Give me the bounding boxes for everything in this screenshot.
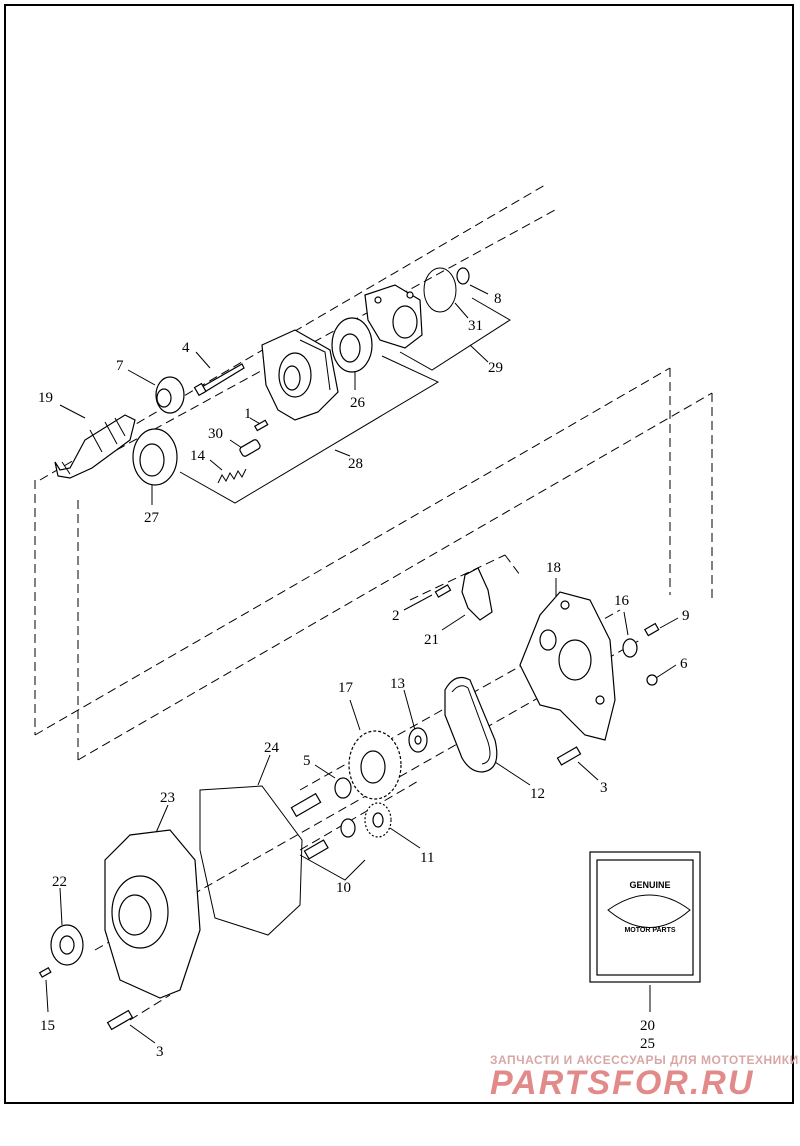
bolt-3a bbox=[556, 746, 582, 766]
watermark: ЗАПЧАСТИ И АКСЕССУАРЫ ДЛЯ МОТОТЕХНИКИ PA… bbox=[490, 1053, 799, 1102]
callout-14: 14 bbox=[190, 448, 206, 464]
callout-labels: 1 2 3 3 4 5 6 7 8 9 10 11 12 13 14 15 16… bbox=[38, 291, 690, 1060]
oil-pump-body bbox=[261, 329, 339, 421]
callout-25: 25 bbox=[640, 1036, 655, 1052]
cover-plug bbox=[50, 924, 84, 966]
watermark-brand: PARTSFOR.RU bbox=[490, 1064, 754, 1102]
sprocket-bolt bbox=[290, 792, 322, 818]
genuine-parts-box: GENUINE HARLEY-DAVIDSON MOTOR PARTS bbox=[589, 851, 701, 983]
pump-rotor-inner bbox=[331, 317, 373, 373]
callout-19: 19 bbox=[38, 390, 53, 406]
callout-2: 2 bbox=[392, 608, 400, 624]
cover-gasket bbox=[199, 785, 303, 936]
screw-small bbox=[434, 584, 452, 598]
bolt-washer-10 bbox=[303, 818, 356, 860]
callout-23: 23 bbox=[160, 790, 175, 806]
spring bbox=[217, 468, 247, 484]
callout-12: 12 bbox=[530, 786, 545, 802]
callout-5: 5 bbox=[303, 753, 311, 769]
ball-6 bbox=[646, 674, 658, 686]
callout-6: 6 bbox=[680, 656, 688, 672]
callout-28: 28 bbox=[348, 456, 363, 472]
callout-7: 7 bbox=[116, 358, 124, 374]
callout-22: 22 bbox=[52, 874, 67, 890]
pump-rotor-outer bbox=[132, 428, 178, 486]
screw-15 bbox=[38, 966, 52, 978]
crank-sprocket bbox=[364, 802, 392, 838]
callout-20: 20 bbox=[640, 1018, 655, 1034]
callout-21: 21 bbox=[424, 632, 439, 648]
callout-3: 3 bbox=[600, 780, 608, 796]
washer-5 bbox=[334, 777, 352, 799]
plunger bbox=[239, 439, 261, 457]
callout-26: 26 bbox=[350, 395, 366, 411]
callout-4: 4 bbox=[182, 340, 190, 356]
leader-lines bbox=[45, 284, 679, 1044]
callout-15: 15 bbox=[40, 1018, 55, 1034]
dowel-9 bbox=[643, 622, 660, 637]
badge-line3: MOTOR PARTS bbox=[624, 927, 675, 934]
camshaft bbox=[54, 414, 136, 479]
watermark-tagline: ЗАПЧАСТИ И АКСЕССУАРЫ ДЛЯ МОТОТЕХНИКИ bbox=[490, 1053, 799, 1067]
callout-16: 16 bbox=[614, 593, 630, 609]
callout-31: 31 bbox=[468, 318, 483, 334]
callout-1: 1 bbox=[244, 406, 252, 422]
callout-30: 30 bbox=[208, 426, 223, 442]
pump-cover bbox=[364, 284, 423, 349]
callout-3-lower: 3 bbox=[156, 1044, 164, 1060]
cam-cover bbox=[104, 829, 201, 999]
pin-small bbox=[253, 419, 269, 432]
callout-27: 27 bbox=[144, 510, 160, 526]
bolt-long bbox=[193, 363, 245, 397]
callout-8: 8 bbox=[494, 291, 502, 307]
callout-29: 29 bbox=[488, 360, 503, 376]
diagram-frame bbox=[4, 4, 794, 1104]
badge-line1: GENUINE bbox=[629, 880, 670, 890]
callout-13: 13 bbox=[390, 676, 405, 692]
o-ring-16 bbox=[622, 638, 638, 658]
callout-24: 24 bbox=[264, 740, 280, 756]
callout-17: 17 bbox=[338, 680, 354, 696]
tensioner-shoe bbox=[461, 567, 493, 621]
badge-line2: HARLEY-DAVIDSON bbox=[622, 908, 678, 914]
bearing bbox=[155, 376, 185, 414]
callout-18: 18 bbox=[546, 560, 561, 576]
washer-13 bbox=[408, 727, 428, 753]
callout-10: 10 bbox=[336, 880, 351, 896]
snap-ring bbox=[423, 267, 457, 313]
cam-support-plate bbox=[519, 591, 616, 741]
cam-chain bbox=[444, 677, 498, 773]
bolt-3b bbox=[106, 1009, 134, 1031]
callout-9: 9 bbox=[682, 608, 690, 624]
cam-sprocket bbox=[348, 730, 402, 800]
callout-11: 11 bbox=[420, 850, 434, 866]
o-ring-small bbox=[456, 267, 470, 285]
